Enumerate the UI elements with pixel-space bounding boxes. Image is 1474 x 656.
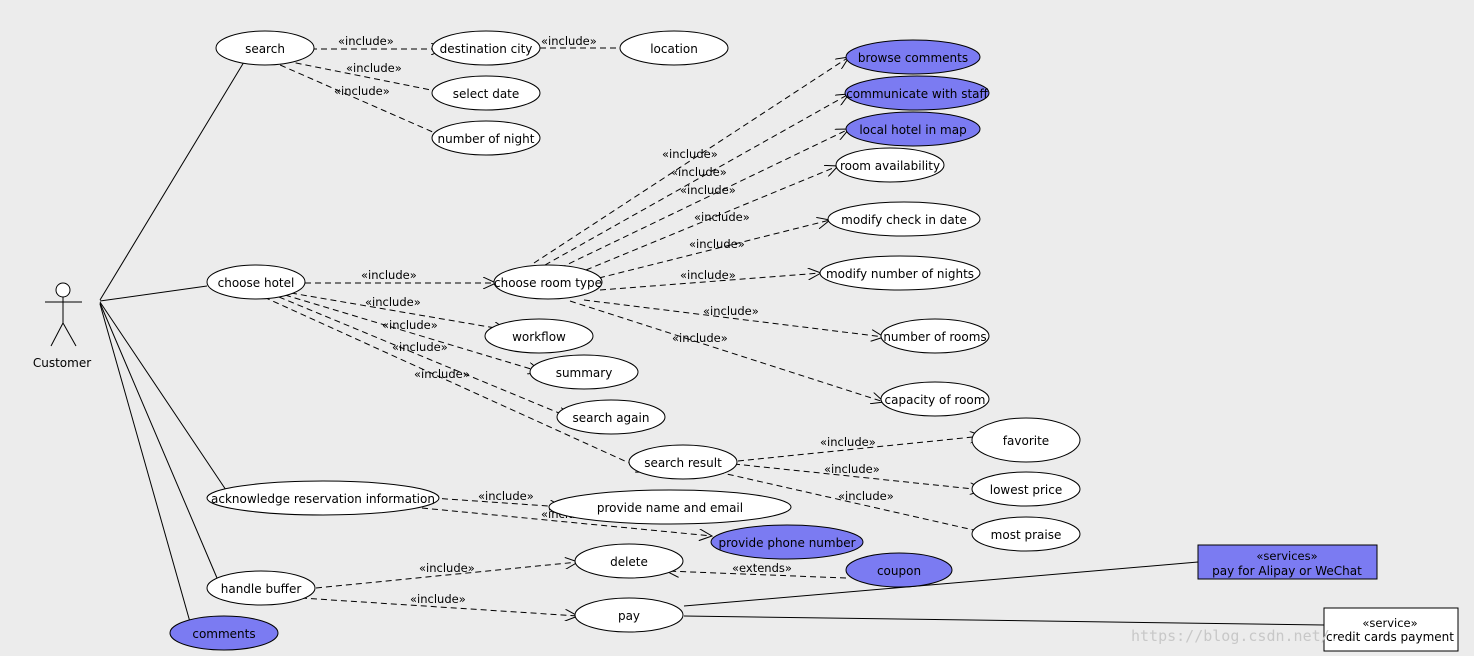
use-case-browse-comments[interactable]: browse comments — [845, 39, 981, 75]
use-case-provide-phone-number[interactable]: provide phone number — [710, 524, 864, 560]
use-case-delete[interactable]: delete — [574, 543, 684, 579]
svg-text:number of night: number of night — [438, 132, 535, 146]
svg-text:number of rooms: number of rooms — [883, 330, 986, 344]
include-label: «include» — [671, 165, 727, 179]
include-label: «include» — [365, 295, 421, 309]
svg-text:search result: search result — [644, 456, 722, 470]
svg-text:modify number of nights: modify number of nights — [826, 267, 974, 281]
svg-text:credit cards payment: credit cards payment — [1326, 630, 1454, 644]
include-label: «include» — [419, 561, 475, 575]
svg-text:choose room type: choose room type — [494, 276, 602, 290]
svg-text:favorite: favorite — [1003, 434, 1049, 448]
use-case-search-result[interactable]: search result — [628, 444, 738, 480]
svg-text:browse comments: browse comments — [858, 51, 968, 65]
svg-text:«services»: «services» — [1256, 549, 1317, 563]
include-label: «include» — [694, 210, 750, 224]
include-label: «include» — [680, 268, 736, 282]
include-label: «include» — [680, 183, 736, 197]
svg-text:workflow: workflow — [512, 330, 566, 344]
include-label: «include» — [338, 34, 394, 48]
use-case-lowest-price[interactable]: lowest price — [971, 471, 1081, 507]
use-case-most-praise[interactable]: most praise — [971, 516, 1081, 552]
use-case-summary[interactable]: summary — [529, 354, 639, 390]
svg-text:provide name and email: provide name and email — [597, 501, 743, 515]
use-case-communicate-with-staff[interactable]: communicate with staff — [844, 75, 990, 111]
svg-text:handle buffer: handle buffer — [221, 582, 302, 596]
include-label: «include» — [410, 592, 466, 606]
use-case-number-of-night[interactable]: number of night — [431, 120, 541, 156]
svg-text:destination city: destination city — [440, 42, 533, 56]
include-label: «include» — [689, 237, 745, 251]
svg-text:search: search — [245, 42, 285, 56]
use-case-handle-buffer[interactable]: handle buffer — [206, 570, 316, 606]
watermark: https://blog.csdn.net/... — [1131, 627, 1357, 645]
use-case-local-hotel-in-map[interactable]: local hotel in map — [845, 111, 981, 147]
svg-text:select date: select date — [453, 87, 520, 101]
include-label: «include» — [662, 147, 718, 161]
use-case-search-again[interactable]: search again — [556, 399, 666, 435]
use-case-number-of-rooms[interactable]: number of rooms — [880, 318, 990, 354]
svg-text:location: location — [650, 42, 698, 56]
actor-label: Customer — [33, 356, 91, 370]
use-case-modify-check-in-date[interactable]: modify check in date — [827, 201, 981, 237]
associations — [99, 61, 1325, 626]
svg-text:room availability: room availability — [840, 159, 940, 173]
include-label: «include» — [838, 489, 894, 503]
svg-text:communicate with staff: communicate with staff — [846, 87, 988, 101]
include-label: «include» — [382, 318, 438, 332]
include-label: «include» — [703, 304, 759, 318]
svg-text:provide phone number: provide phone number — [718, 536, 855, 550]
svg-text:summary: summary — [556, 366, 613, 380]
use-case-modify-number-of-nights[interactable]: modify number of nights — [819, 255, 981, 291]
include-relations — [254, 48, 1000, 616]
include-label: «include» — [672, 331, 728, 345]
use-case-select-date[interactable]: select date — [431, 75, 541, 111]
svg-text:coupon: coupon — [877, 564, 921, 578]
use-case-destination-city[interactable]: destination city — [431, 30, 541, 66]
use-case-choose-room-type[interactable]: choose room type — [493, 264, 603, 300]
use-case-provide-name-and-email[interactable]: provide name and email — [548, 489, 792, 525]
svg-text:pay for Alipay or WeChat: pay for Alipay or WeChat — [1212, 564, 1362, 578]
customer-actor[interactable]: Customer — [33, 282, 91, 370]
extends-label: «extends» — [732, 561, 792, 575]
include-label: «include» — [361, 268, 417, 282]
svg-text:delete: delete — [610, 555, 648, 569]
use-case-location[interactable]: location — [619, 30, 729, 66]
include-label: «include» — [392, 340, 448, 354]
svg-text:local hotel in map: local hotel in map — [859, 123, 966, 137]
use-case-capacity-of-room[interactable]: capacity of room — [880, 381, 990, 417]
svg-text:modify check in date: modify check in date — [841, 213, 967, 227]
svg-text:search again: search again — [573, 411, 650, 425]
use-case-comments[interactable]: comments — [169, 615, 279, 651]
include-label: «include» — [820, 435, 876, 449]
use-case-acknowledge-reservation-information[interactable]: acknowledge reservation information — [206, 480, 440, 516]
svg-text:choose hotel: choose hotel — [218, 276, 295, 290]
svg-text:«service»: «service» — [1362, 616, 1417, 630]
svg-text:acknowledge reservation inform: acknowledge reservation information — [211, 492, 435, 506]
include-label: «include» — [346, 61, 402, 75]
svg-text:lowest price: lowest price — [990, 483, 1063, 497]
svg-text:comments: comments — [192, 627, 255, 641]
include-label: «include» — [414, 367, 470, 381]
use-case-search[interactable]: search — [215, 30, 315, 66]
use-case-room-availability[interactable]: room availability — [835, 147, 945, 183]
use-case-workflow[interactable]: workflow — [484, 318, 594, 354]
use-case-pay[interactable]: pay — [574, 597, 684, 633]
service-box-alipay[interactable]: «services» pay for Alipay or WeChat — [1197, 544, 1378, 580]
use-case-choose-hotel[interactable]: choose hotel — [206, 264, 306, 300]
service-box-credit-cards[interactable]: «service» credit cards payment — [1323, 607, 1459, 652]
svg-text:pay: pay — [618, 609, 640, 623]
svg-text:most praise: most praise — [991, 528, 1062, 542]
svg-text:capacity of room: capacity of room — [885, 393, 986, 407]
include-label: «include» — [334, 84, 390, 98]
use-case-favorite[interactable]: favorite — [971, 417, 1081, 463]
include-label: «include» — [541, 34, 597, 48]
actor-head — [55, 282, 71, 298]
include-label: «include» — [824, 462, 880, 476]
use-case-coupon[interactable]: coupon — [845, 552, 953, 588]
include-label: «include» — [478, 489, 534, 503]
